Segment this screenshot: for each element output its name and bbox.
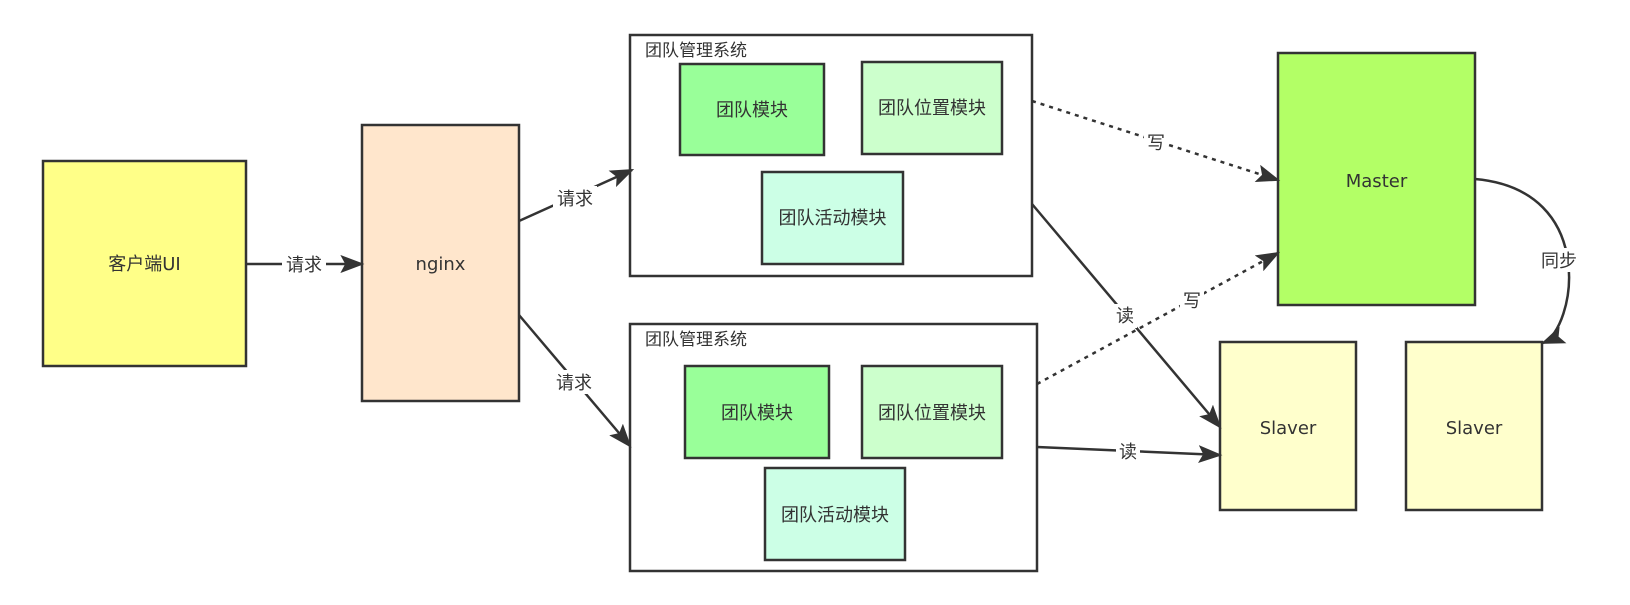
- slaver-2-label: Slaver: [1446, 418, 1503, 439]
- edge-system2-master: 写: [1036, 251, 1281, 386]
- system2-position-module-label: 团队位置模块: [878, 403, 986, 424]
- edge-client-nginx-label: 请求: [286, 255, 322, 276]
- nginx-label: nginx: [416, 254, 466, 275]
- edge-system1-master: 写: [1031, 99, 1281, 182]
- master-node: Master: [1276, 51, 1477, 307]
- edge-system1-master-label: 写: [1147, 133, 1165, 154]
- system2-team-module-label: 团队模块: [721, 403, 793, 424]
- team-system-1-title: 团队管理系统: [645, 41, 747, 61]
- edge-client-nginx: 请求: [246, 252, 365, 276]
- system1-position-module-box: [860, 60, 1004, 156]
- system1-team-module-label: 团队模块: [716, 100, 788, 121]
- slaver-1-box: [1218, 340, 1358, 512]
- client-box: [41, 159, 248, 368]
- edge-master-slaver: 同步: [1474, 177, 1581, 345]
- edge-system2-slaver-label: 读: [1119, 442, 1137, 463]
- client-label: 客户端UI: [108, 254, 180, 275]
- edge-system1-slaver-label: 读: [1116, 306, 1134, 327]
- team-system-2-title: 团队管理系统: [645, 330, 747, 350]
- slaver-node-1: Slaver: [1218, 340, 1358, 512]
- team-system-1: 团队管理系统 团队模块 团队位置模块 团队活动模块: [628, 33, 1034, 278]
- nginx-box: [360, 123, 521, 403]
- slaver-1-label: Slaver: [1260, 418, 1317, 439]
- edge-nginx-system2-label: 请求: [556, 373, 592, 394]
- slaver-node-2: Slaver: [1404, 340, 1544, 512]
- system2-activity-module-box: [763, 466, 907, 562]
- edge-nginx-system1: 请求: [518, 168, 635, 223]
- edge-system2-master-line: [1036, 251, 1281, 386]
- edge-master-slaver-label: 同步: [1541, 251, 1577, 272]
- client-node: 客户端UI: [41, 159, 248, 368]
- edge-nginx-system1-label: 请求: [557, 189, 593, 210]
- system2-team-module-box: [683, 364, 831, 460]
- edge-system2-slaver: 读: [1036, 440, 1223, 464]
- slaver-2-box: [1404, 340, 1544, 512]
- system1-team-module-box: [678, 62, 826, 157]
- system1-position-module-label: 团队位置模块: [878, 98, 986, 119]
- edge-system1-slaver: 读: [1031, 203, 1222, 429]
- master-label: Master: [1346, 171, 1408, 192]
- nginx-node: nginx: [360, 123, 521, 403]
- team-system-2: 团队管理系统 团队模块 团队位置模块 团队活动模块: [628, 322, 1039, 573]
- system1-activity-module-box: [760, 170, 905, 266]
- system2-position-module-box: [860, 364, 1004, 460]
- system1-activity-module-label: 团队活动模块: [779, 208, 887, 229]
- edge-nginx-system2: 请求: [518, 314, 632, 448]
- edge-system2-master-label: 写: [1183, 291, 1201, 312]
- system2-activity-module-label: 团队活动模块: [781, 505, 889, 526]
